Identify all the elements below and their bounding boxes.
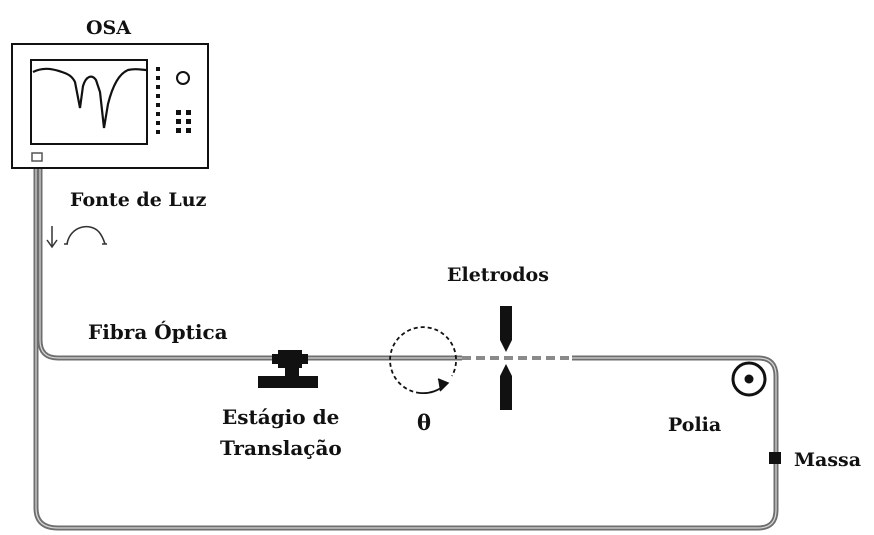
osa-label: OSA bbox=[86, 17, 131, 39]
osa-instrument bbox=[11, 43, 209, 169]
osa-keypad-icon bbox=[176, 110, 191, 133]
osa-button-column bbox=[156, 67, 160, 134]
optical-fiber bbox=[33, 160, 779, 531]
theta-label: θ bbox=[417, 410, 431, 435]
stage-label-line2: Translação bbox=[220, 436, 342, 460]
stage-label-line1: Estágio de bbox=[222, 405, 339, 429]
mass-block bbox=[769, 452, 781, 464]
translation-stage bbox=[258, 350, 318, 388]
osa-screen bbox=[30, 59, 148, 145]
osa-screen-trace bbox=[32, 67, 147, 129]
optical-fiber-label: Fibra Óptica bbox=[88, 319, 228, 344]
light-source-bell-icon bbox=[66, 225, 106, 245]
light-source bbox=[46, 225, 107, 249]
electrodes bbox=[500, 306, 512, 410]
mass-label: Massa bbox=[794, 449, 861, 471]
light-source-label: Fonte de Luz bbox=[70, 189, 207, 211]
rotation-arrow-icon bbox=[389, 326, 457, 395]
osa-fiber-connector bbox=[31, 152, 43, 162]
electrodes-label: Eletrodos bbox=[447, 264, 549, 286]
pulley-icon bbox=[731, 361, 767, 397]
pulley-label: Polia bbox=[668, 414, 721, 436]
osa-knob-icon bbox=[176, 71, 190, 85]
